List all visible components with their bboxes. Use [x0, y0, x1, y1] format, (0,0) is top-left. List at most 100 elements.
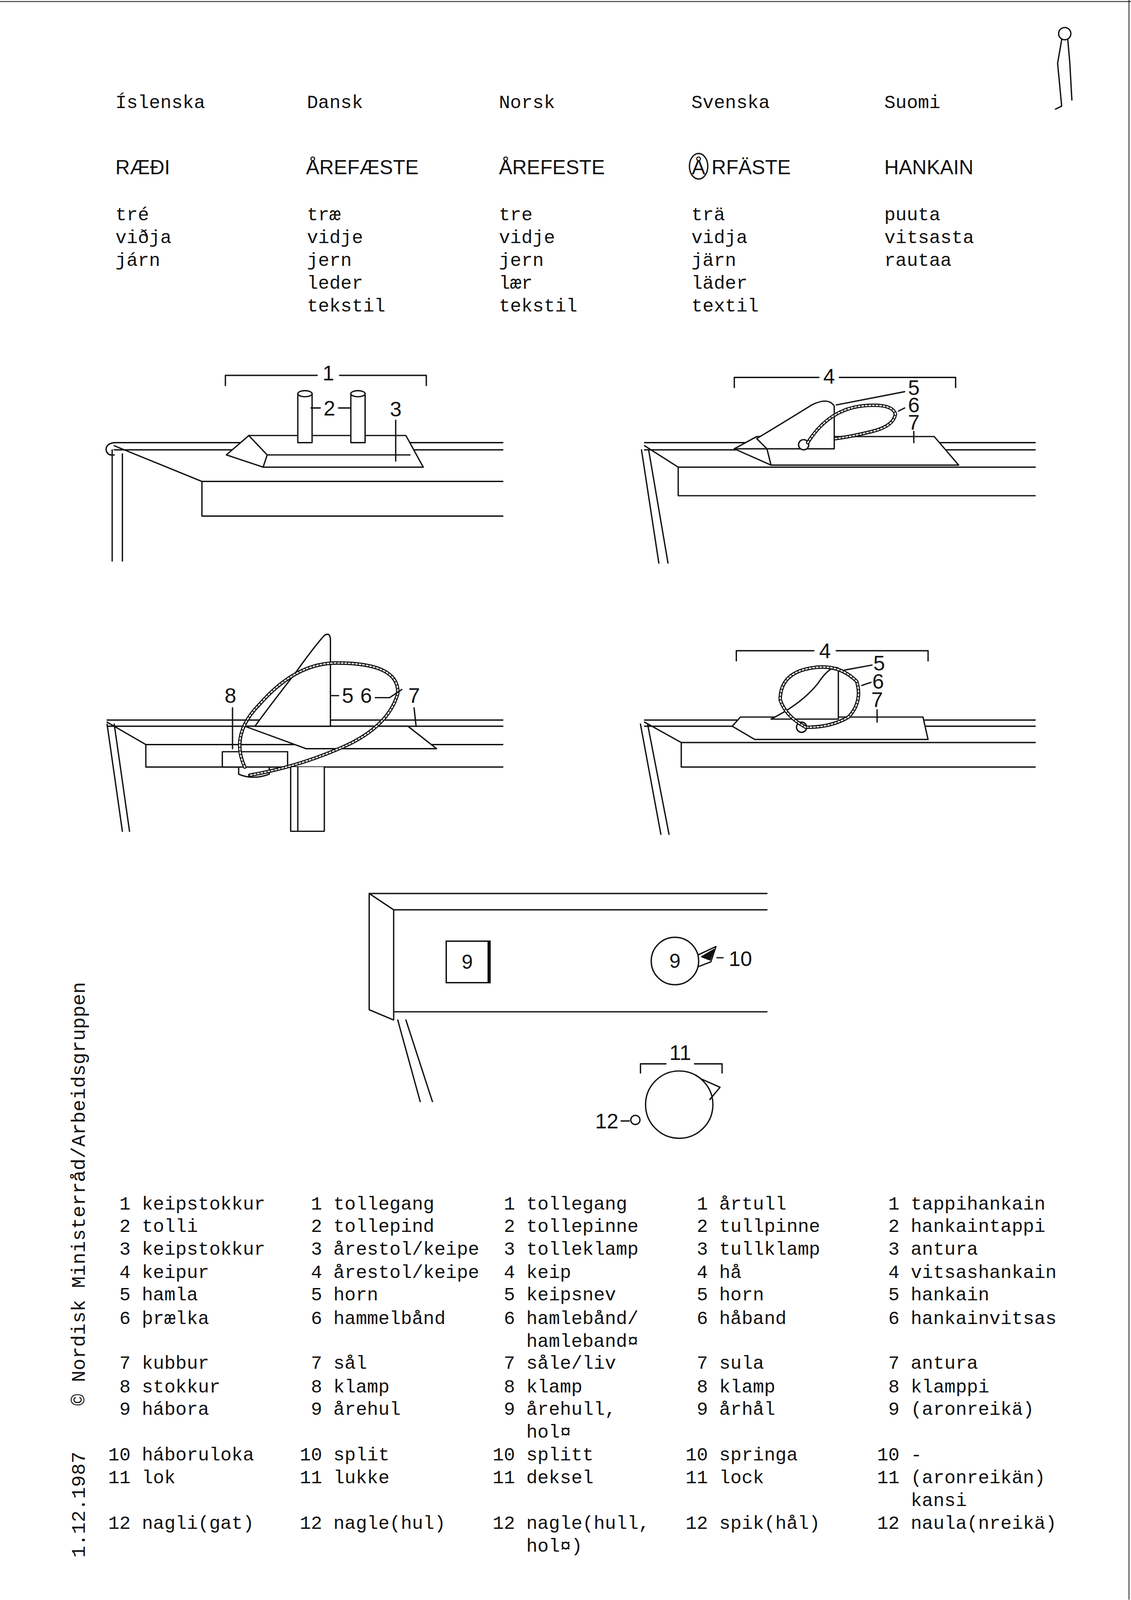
glossary-entry: 6 hammelbånd: [333, 1307, 491, 1331]
term-heading: ÅRFÄSTE: [691, 157, 791, 178]
thole-pin-figure-part: [226, 435, 424, 467]
material-word: vidje: [498, 226, 556, 250]
rowlock-clamp-figure: [107, 633, 504, 831]
thole-pin-figure-part: [106, 442, 115, 456]
callout-number: 4: [819, 640, 831, 662]
column-header: Dansk: [306, 91, 364, 115]
oar-port-figure-part: [701, 1079, 721, 1100]
callout-number: 5: [873, 652, 886, 674]
glossary-entry: 1 keipstokkur: [141, 1193, 288, 1216]
rowlock-horn-figure-part: [807, 405, 896, 443]
callout-number: 2: [323, 397, 336, 419]
material-word: jern: [306, 249, 352, 273]
glossary-entry: 12 naula(nreikä): [910, 1512, 1068, 1536]
thole-pin-figure-part: [350, 393, 365, 443]
thole-pin-figure-part: [297, 393, 312, 443]
rowlock-low-figure: [640, 650, 1035, 835]
material-word: puuta: [884, 203, 941, 227]
glossary-entry: 4 keipur: [141, 1261, 288, 1285]
rowlock-horn-figure-part: [734, 377, 956, 443]
glossary-entry: 6 hankainvitsas: [910, 1307, 1068, 1331]
material-word: leder: [306, 272, 364, 296]
rowlock-horn-figure: [641, 377, 1036, 563]
glossary-entry: 12 nagli(gat): [141, 1512, 288, 1536]
glossary-entry: 7 antura: [910, 1352, 1068, 1375]
oar-port-figure: [369, 893, 768, 1139]
glossary-entry: 8 stokkur: [141, 1375, 288, 1399]
material-word: jern: [498, 249, 544, 273]
term-heading: ÅREFÆSTE: [306, 157, 419, 178]
glossary-entry: 6 þrælka: [141, 1307, 288, 1331]
glossary-entry: 2 hankaintappi: [910, 1215, 1068, 1239]
oar-port-figure-part: [621, 1063, 722, 1121]
glossary-entry: 12 spik(hål): [719, 1512, 854, 1536]
date-note: 1.12.1987: [68, 1451, 92, 1558]
material-word: træ: [306, 203, 341, 227]
glossary-entry: 12 nagle(hul): [333, 1512, 491, 1536]
callout-number: 6: [360, 684, 373, 706]
glossary-entry: 1 årtull: [719, 1193, 854, 1216]
callout-number: 4: [823, 365, 836, 387]
glossary-entry: 11 deksel: [526, 1466, 661, 1490]
oar-port-figure-part: [369, 893, 768, 1102]
material-word: trä: [691, 203, 726, 227]
oar-port-figure-part: [630, 1115, 640, 1125]
glossary-entry: 11 lok: [141, 1466, 288, 1490]
glossary-entry: 10 springa: [719, 1443, 854, 1467]
rowlock-clamp-figure-part: [232, 689, 417, 749]
glossary-entry: 2 tollepinne: [526, 1215, 661, 1239]
glossary-entry: 4 årestol/keipe: [333, 1261, 491, 1285]
material-word: tre: [498, 203, 533, 227]
glossary-entry: 1 tappihankain: [910, 1193, 1068, 1216]
hole-circle: 9: [650, 936, 700, 986]
material-word: vitsasta: [884, 226, 975, 250]
callout-number: 5: [342, 684, 354, 706]
rowlock-clamp-figure-part: [239, 663, 399, 776]
rowlock-low-figure-part: [736, 650, 929, 723]
glossary-entry: 4 keip: [526, 1261, 661, 1285]
rowlock-horn-figure-part: [807, 405, 896, 443]
glossary-entry: 2 tollepind: [333, 1215, 491, 1239]
glossary-entry: 3 årestol/keipe: [333, 1238, 491, 1261]
term-heading: ÅREFESTE: [498, 157, 605, 178]
thole-pin-figure-part: [350, 390, 365, 397]
stick-figure-part: [1058, 27, 1071, 40]
material-word: rautaa: [884, 249, 952, 273]
callout-number: 8: [224, 684, 237, 706]
callout-number: 1: [322, 362, 335, 384]
material-word: tekstil: [306, 295, 386, 318]
glossary-entry: 9 hábora: [141, 1398, 288, 1422]
rowlock-clamp-figure-part: [107, 720, 504, 832]
material-word: járn: [115, 249, 161, 273]
material-word: tekstil: [498, 295, 578, 318]
callout-number: 9: [461, 951, 473, 972]
glossary-entry: 11 (aronreikän) kansi: [910, 1466, 1068, 1513]
glossary-entry: 5 horn: [719, 1283, 854, 1307]
glossary-entry: 3 keipstokkur: [141, 1238, 288, 1261]
glossary-entry: 3 tolleklamp: [526, 1238, 661, 1261]
rowlock-clamp-figure-part: [290, 767, 325, 832]
thole-pin-figure-part: [297, 390, 312, 397]
material-word: vidja: [691, 226, 748, 250]
rowlock-low-figure-part: [780, 666, 859, 727]
glossary-entry: 9 (aronreikä): [910, 1398, 1068, 1422]
glossary-entry: 8 klamp: [333, 1375, 491, 1399]
material-word: vidje: [306, 226, 364, 250]
column-header: Svenska: [691, 91, 770, 115]
glossary-entry: 1 tollegang: [526, 1193, 661, 1216]
glossary-entry: 10 splitt: [526, 1443, 661, 1467]
material-word: lær: [498, 272, 533, 296]
rowlock-low-figure-part: [780, 666, 859, 727]
material-word: textil: [691, 295, 759, 318]
glossary-entry: 6 håband: [719, 1307, 854, 1331]
stick-figure: [1055, 27, 1073, 109]
circle-outline-shape: [651, 937, 699, 985]
term-heading: RÆÐI: [115, 157, 171, 178]
glossary-entry: 7 kubbur: [141, 1352, 288, 1375]
glossary-entry: 7 såle/liv: [526, 1352, 661, 1375]
thole-pin-figure: [106, 375, 504, 561]
callout-number: 6: [872, 670, 885, 692]
